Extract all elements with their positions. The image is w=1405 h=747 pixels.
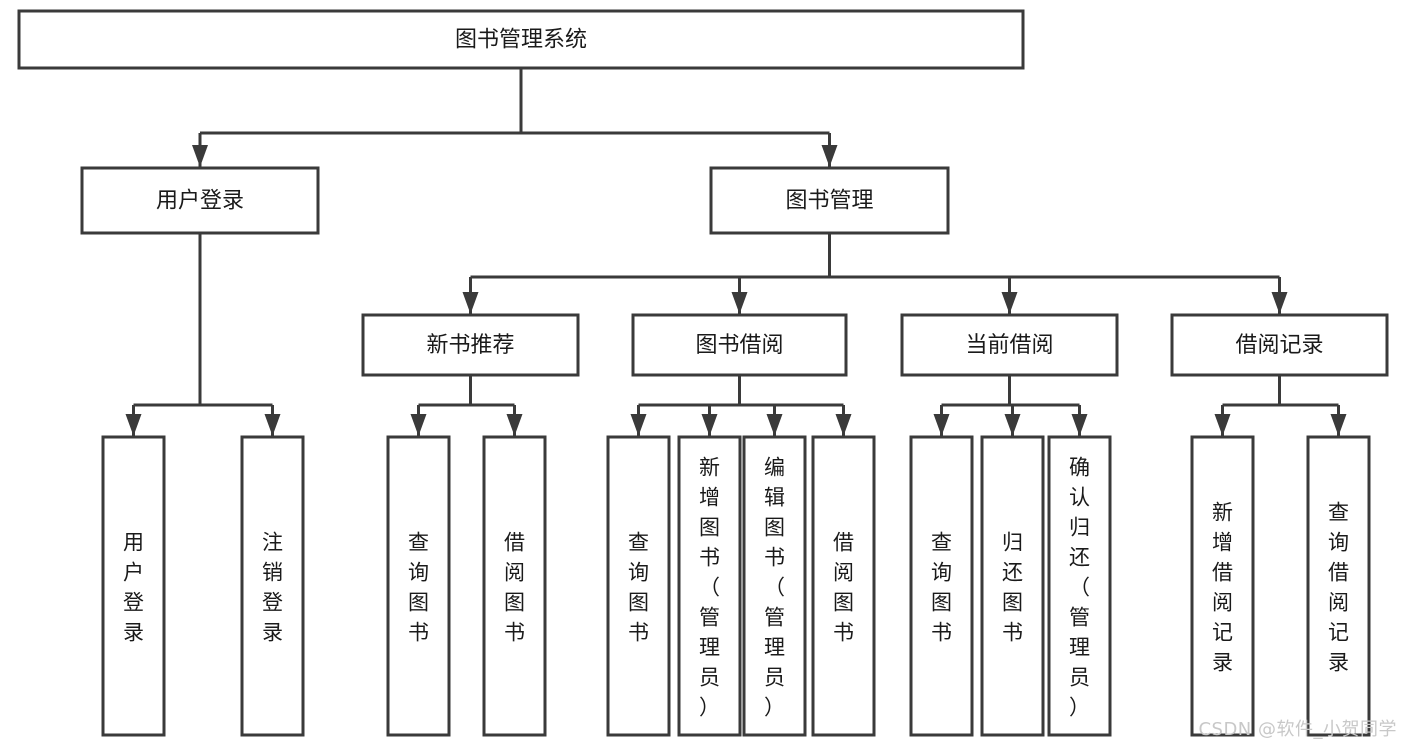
node-root-root-box[interactable] bbox=[17, 9, 1025, 70]
node-leaf-add-borrow-record-label: 新增借阅记录 bbox=[1212, 500, 1233, 674]
node-leaf-user-login-box[interactable] bbox=[101, 435, 166, 737]
node-leaf-confirm-return-admin[interactable]: 确认归还（管理员） bbox=[1047, 435, 1112, 737]
node-leaf-query-book-cur-label: 查询图书 bbox=[931, 530, 952, 644]
node-leaf-query-book-bor-box[interactable] bbox=[606, 435, 671, 737]
node-leaf-query-book-rec[interactable]: 查询图书 bbox=[386, 435, 451, 737]
node-new-book-recommend[interactable]: 新书推荐 bbox=[361, 313, 580, 377]
node-leaf-user-login[interactable]: 用户登录 bbox=[101, 435, 166, 737]
node-leaf-query-book-bor-label: 查询图书 bbox=[628, 530, 649, 644]
node-current-borrow-label: 当前借阅 bbox=[965, 333, 1053, 358]
node-book-borrow-box[interactable] bbox=[631, 313, 848, 377]
node-leaf-return-book-box[interactable] bbox=[980, 435, 1045, 737]
node-leaf-query-borrow-record[interactable]: 查询借阅记录 bbox=[1306, 435, 1371, 737]
new-book-recommend-to-leaves-arrow-0 bbox=[410, 414, 427, 436]
node-leaf-logout-login-box[interactable] bbox=[240, 435, 305, 737]
current-borrow-to-leaves-arrow-1 bbox=[1004, 414, 1021, 436]
node-leaf-add-borrow-record-box[interactable] bbox=[1190, 435, 1255, 737]
book-management-to-level3-arrow-3 bbox=[1271, 292, 1288, 314]
current-borrow-to-leaves-arrow-0 bbox=[933, 414, 950, 436]
node-leaf-query-book-cur[interactable]: 查询图书 bbox=[909, 435, 974, 737]
node-borrow-record-label: 借阅记录 bbox=[1235, 333, 1323, 358]
node-leaf-edit-book-admin[interactable]: 编辑图书（管理员） bbox=[742, 435, 807, 737]
book-borrow-to-leaves-arrow-0 bbox=[630, 414, 647, 436]
book-borrow-to-leaves-arrow-1 bbox=[701, 414, 718, 436]
node-leaf-confirm-return-admin-label: 确认归还（管理员） bbox=[1069, 455, 1090, 719]
node-leaf-borrow-book-rec-label: 借阅图书 bbox=[504, 530, 525, 644]
node-leaf-user-login-label: 用户登录 bbox=[123, 530, 144, 644]
node-leaf-query-book-rec-label: 查询图书 bbox=[408, 530, 429, 644]
node-leaf-add-book-admin-label: 新增图书（管理员） bbox=[699, 455, 720, 719]
node-leaf-edit-book-admin-box[interactable] bbox=[742, 435, 807, 737]
root-to-level2-arrow-0 bbox=[192, 145, 208, 167]
node-leaf-query-borrow-record-label: 查询借阅记录 bbox=[1328, 500, 1349, 674]
node-leaf-borrow-book-rec[interactable]: 借阅图书 bbox=[482, 435, 547, 737]
node-current-borrow-box[interactable] bbox=[900, 313, 1119, 377]
book-management-to-level3-arrow-1 bbox=[731, 292, 748, 314]
node-user-login[interactable]: 用户登录 bbox=[80, 166, 320, 235]
node-leaf-add-book-admin[interactable]: 新增图书（管理员） bbox=[677, 435, 742, 737]
root-to-level2-arrow-1 bbox=[821, 145, 838, 167]
node-leaf-borrow-book-bor[interactable]: 借阅图书 bbox=[811, 435, 876, 737]
node-leaf-edit-book-admin-label: 编辑图书（管理员） bbox=[764, 455, 785, 719]
node-root-root-label: 图书管理系统 bbox=[455, 28, 587, 53]
book-management-to-level3-arrow-0 bbox=[462, 292, 479, 314]
node-leaf-logout-login[interactable]: 注销登录 bbox=[240, 435, 305, 737]
node-leaf-logout-login-label: 注销登录 bbox=[262, 530, 283, 644]
node-leaf-borrow-book-rec-box[interactable] bbox=[482, 435, 547, 737]
new-book-recommend-to-leaves-arrow-1 bbox=[506, 414, 523, 436]
borrow-record-to-leaves-arrow-0 bbox=[1214, 414, 1231, 436]
node-borrow-record[interactable]: 借阅记录 bbox=[1170, 313, 1389, 377]
node-new-book-recommend-label: 新书推荐 bbox=[426, 333, 514, 358]
borrow-record-to-leaves-arrow-1 bbox=[1330, 414, 1347, 436]
node-leaf-query-book-rec-box[interactable] bbox=[386, 435, 451, 737]
book-borrow-to-leaves-arrow-2 bbox=[766, 414, 783, 436]
node-user-login-box[interactable] bbox=[80, 166, 320, 235]
node-book-borrow[interactable]: 图书借阅 bbox=[631, 313, 848, 377]
user-login-to-leaves-arrow-0 bbox=[125, 414, 142, 436]
node-user-login-label: 用户登录 bbox=[156, 189, 244, 214]
book-borrow-to-leaves-arrow-3 bbox=[835, 414, 852, 436]
node-leaf-query-book-cur-box[interactable] bbox=[909, 435, 974, 737]
node-leaf-add-book-admin-box[interactable] bbox=[677, 435, 742, 737]
node-leaf-query-book-bor[interactable]: 查询图书 bbox=[606, 435, 671, 737]
tree-nodes-layer: 图书管理系统用户登录图书管理新书推荐图书借阅当前借阅借阅记录用户登录注销登录查询… bbox=[17, 9, 1389, 737]
node-book-borrow-label: 图书借阅 bbox=[695, 333, 783, 358]
node-root-root[interactable]: 图书管理系统 bbox=[17, 9, 1025, 70]
book-management-to-level3-arrow-2 bbox=[1001, 292, 1018, 314]
node-leaf-return-book[interactable]: 归还图书 bbox=[980, 435, 1045, 737]
node-leaf-add-borrow-record[interactable]: 新增借阅记录 bbox=[1190, 435, 1255, 737]
node-leaf-query-borrow-record-box[interactable] bbox=[1306, 435, 1371, 737]
connector-links-layer bbox=[125, 68, 1347, 436]
node-current-borrow[interactable]: 当前借阅 bbox=[900, 313, 1119, 377]
node-leaf-return-book-label: 归还图书 bbox=[1002, 530, 1023, 644]
node-book-management-label: 图书管理 bbox=[785, 189, 873, 214]
current-borrow-to-leaves-arrow-2 bbox=[1071, 414, 1088, 436]
node-leaf-borrow-book-bor-box[interactable] bbox=[811, 435, 876, 737]
user-login-to-leaves-arrow-1 bbox=[264, 414, 281, 436]
node-book-management-box[interactable] bbox=[709, 166, 950, 235]
node-borrow-record-box[interactable] bbox=[1170, 313, 1389, 377]
node-leaf-confirm-return-admin-box[interactable] bbox=[1047, 435, 1112, 737]
node-new-book-recommend-box[interactable] bbox=[361, 313, 580, 377]
node-book-management[interactable]: 图书管理 bbox=[709, 166, 950, 235]
node-leaf-borrow-book-bor-label: 借阅图书 bbox=[833, 530, 854, 644]
